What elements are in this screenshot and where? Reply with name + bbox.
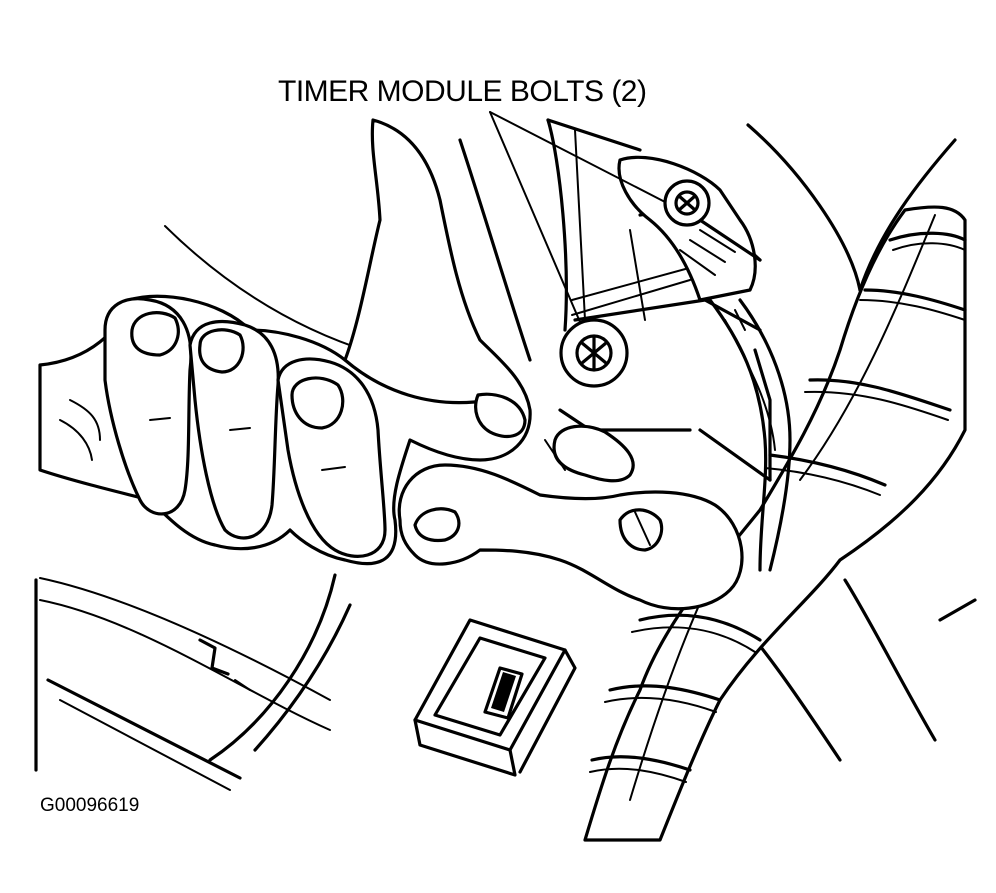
- dash-switch: [413, 618, 577, 777]
- technician-hand: [38, 118, 532, 566]
- figure-id: G00096619: [40, 795, 139, 816]
- callout-leader-lines: [489, 111, 668, 323]
- wiring-harness: [583, 205, 967, 842]
- callout-timer-module-bolts: TIMER MODULE BOLTS (2): [278, 75, 646, 108]
- box-end-wrench: [397, 424, 744, 611]
- timer-module-bolt-upper: [663, 179, 711, 227]
- timer-module-bolt-lower: [559, 318, 629, 388]
- module-connector: [617, 155, 792, 572]
